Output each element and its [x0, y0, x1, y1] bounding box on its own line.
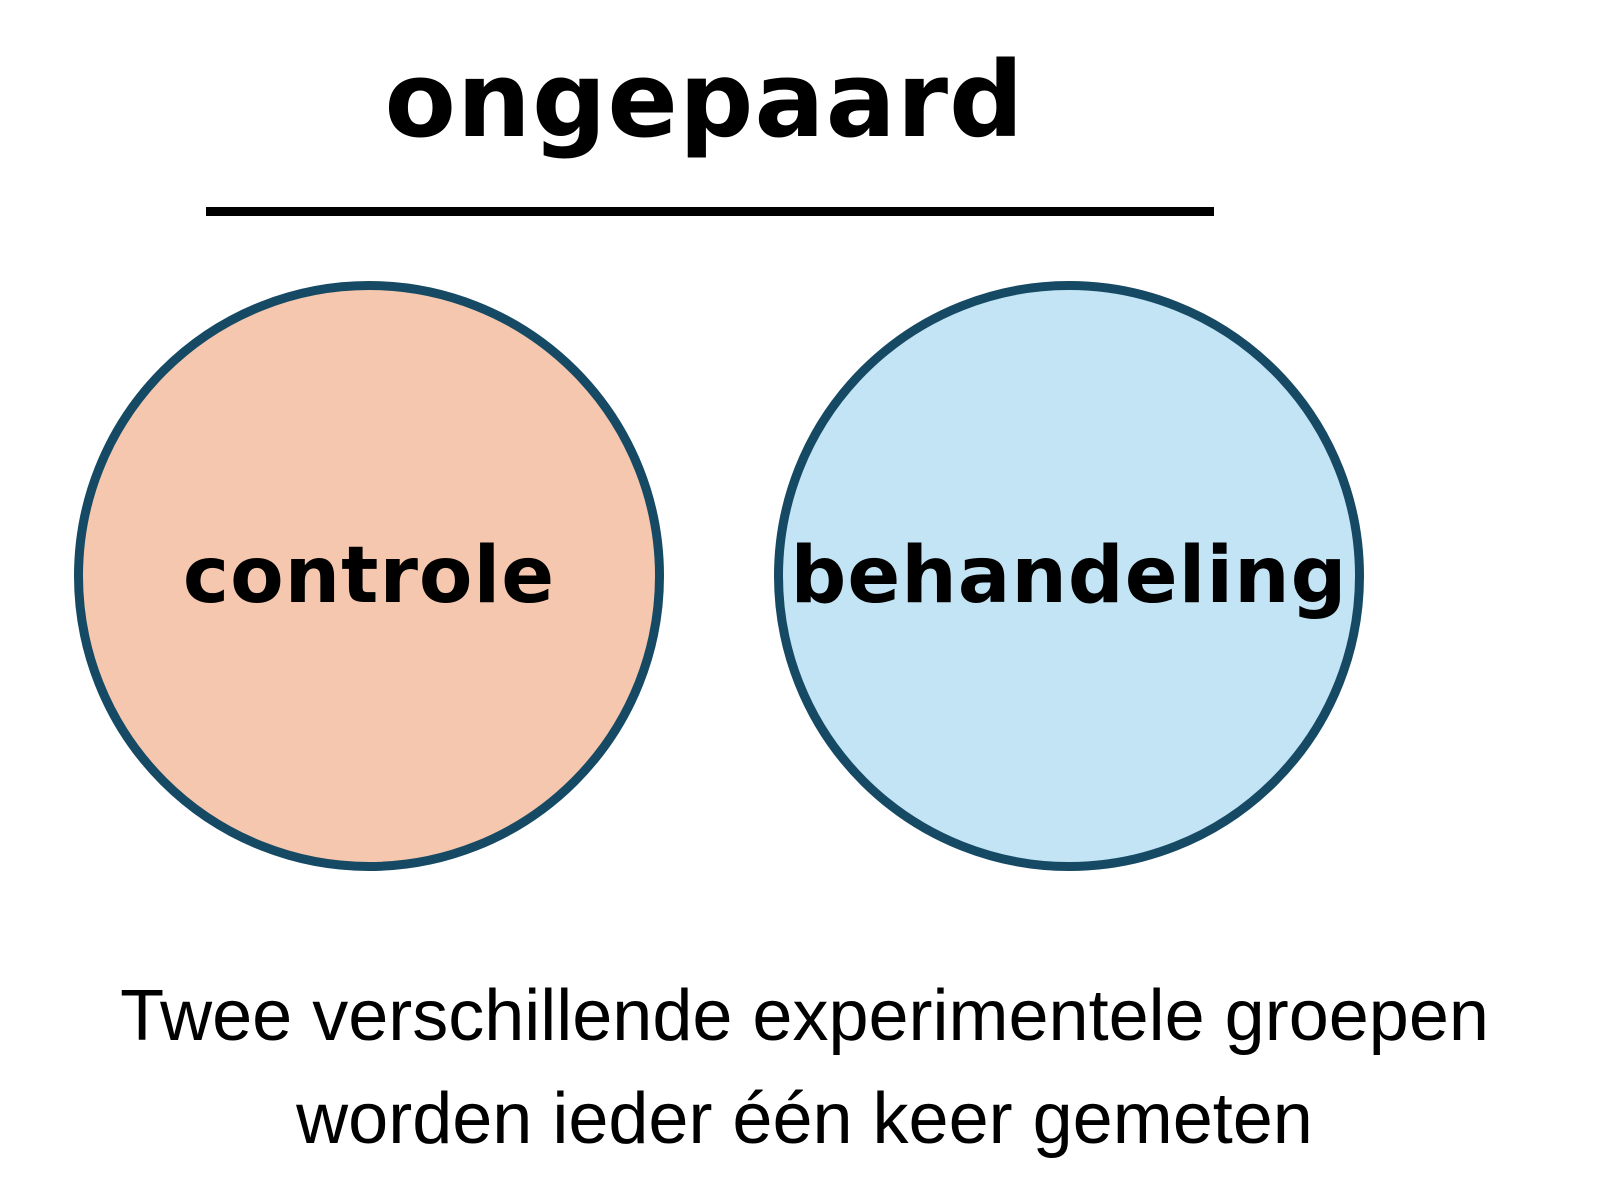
- title-divider: [206, 207, 1214, 216]
- group-label: behandeling: [790, 531, 1348, 621]
- group-circle-controle: controle: [74, 281, 664, 871]
- caption-line-2: worden ieder één keer gemeten: [296, 1079, 1313, 1159]
- group-circle-behandeling: behandeling: [774, 281, 1364, 871]
- diagram-title: ongepaard: [384, 39, 1025, 161]
- group-label: controle: [182, 531, 556, 621]
- caption: Twee verschillende experimentele groepen…: [0, 965, 1609, 1171]
- caption-line-1: Twee verschillende experimentele groepen: [120, 976, 1489, 1056]
